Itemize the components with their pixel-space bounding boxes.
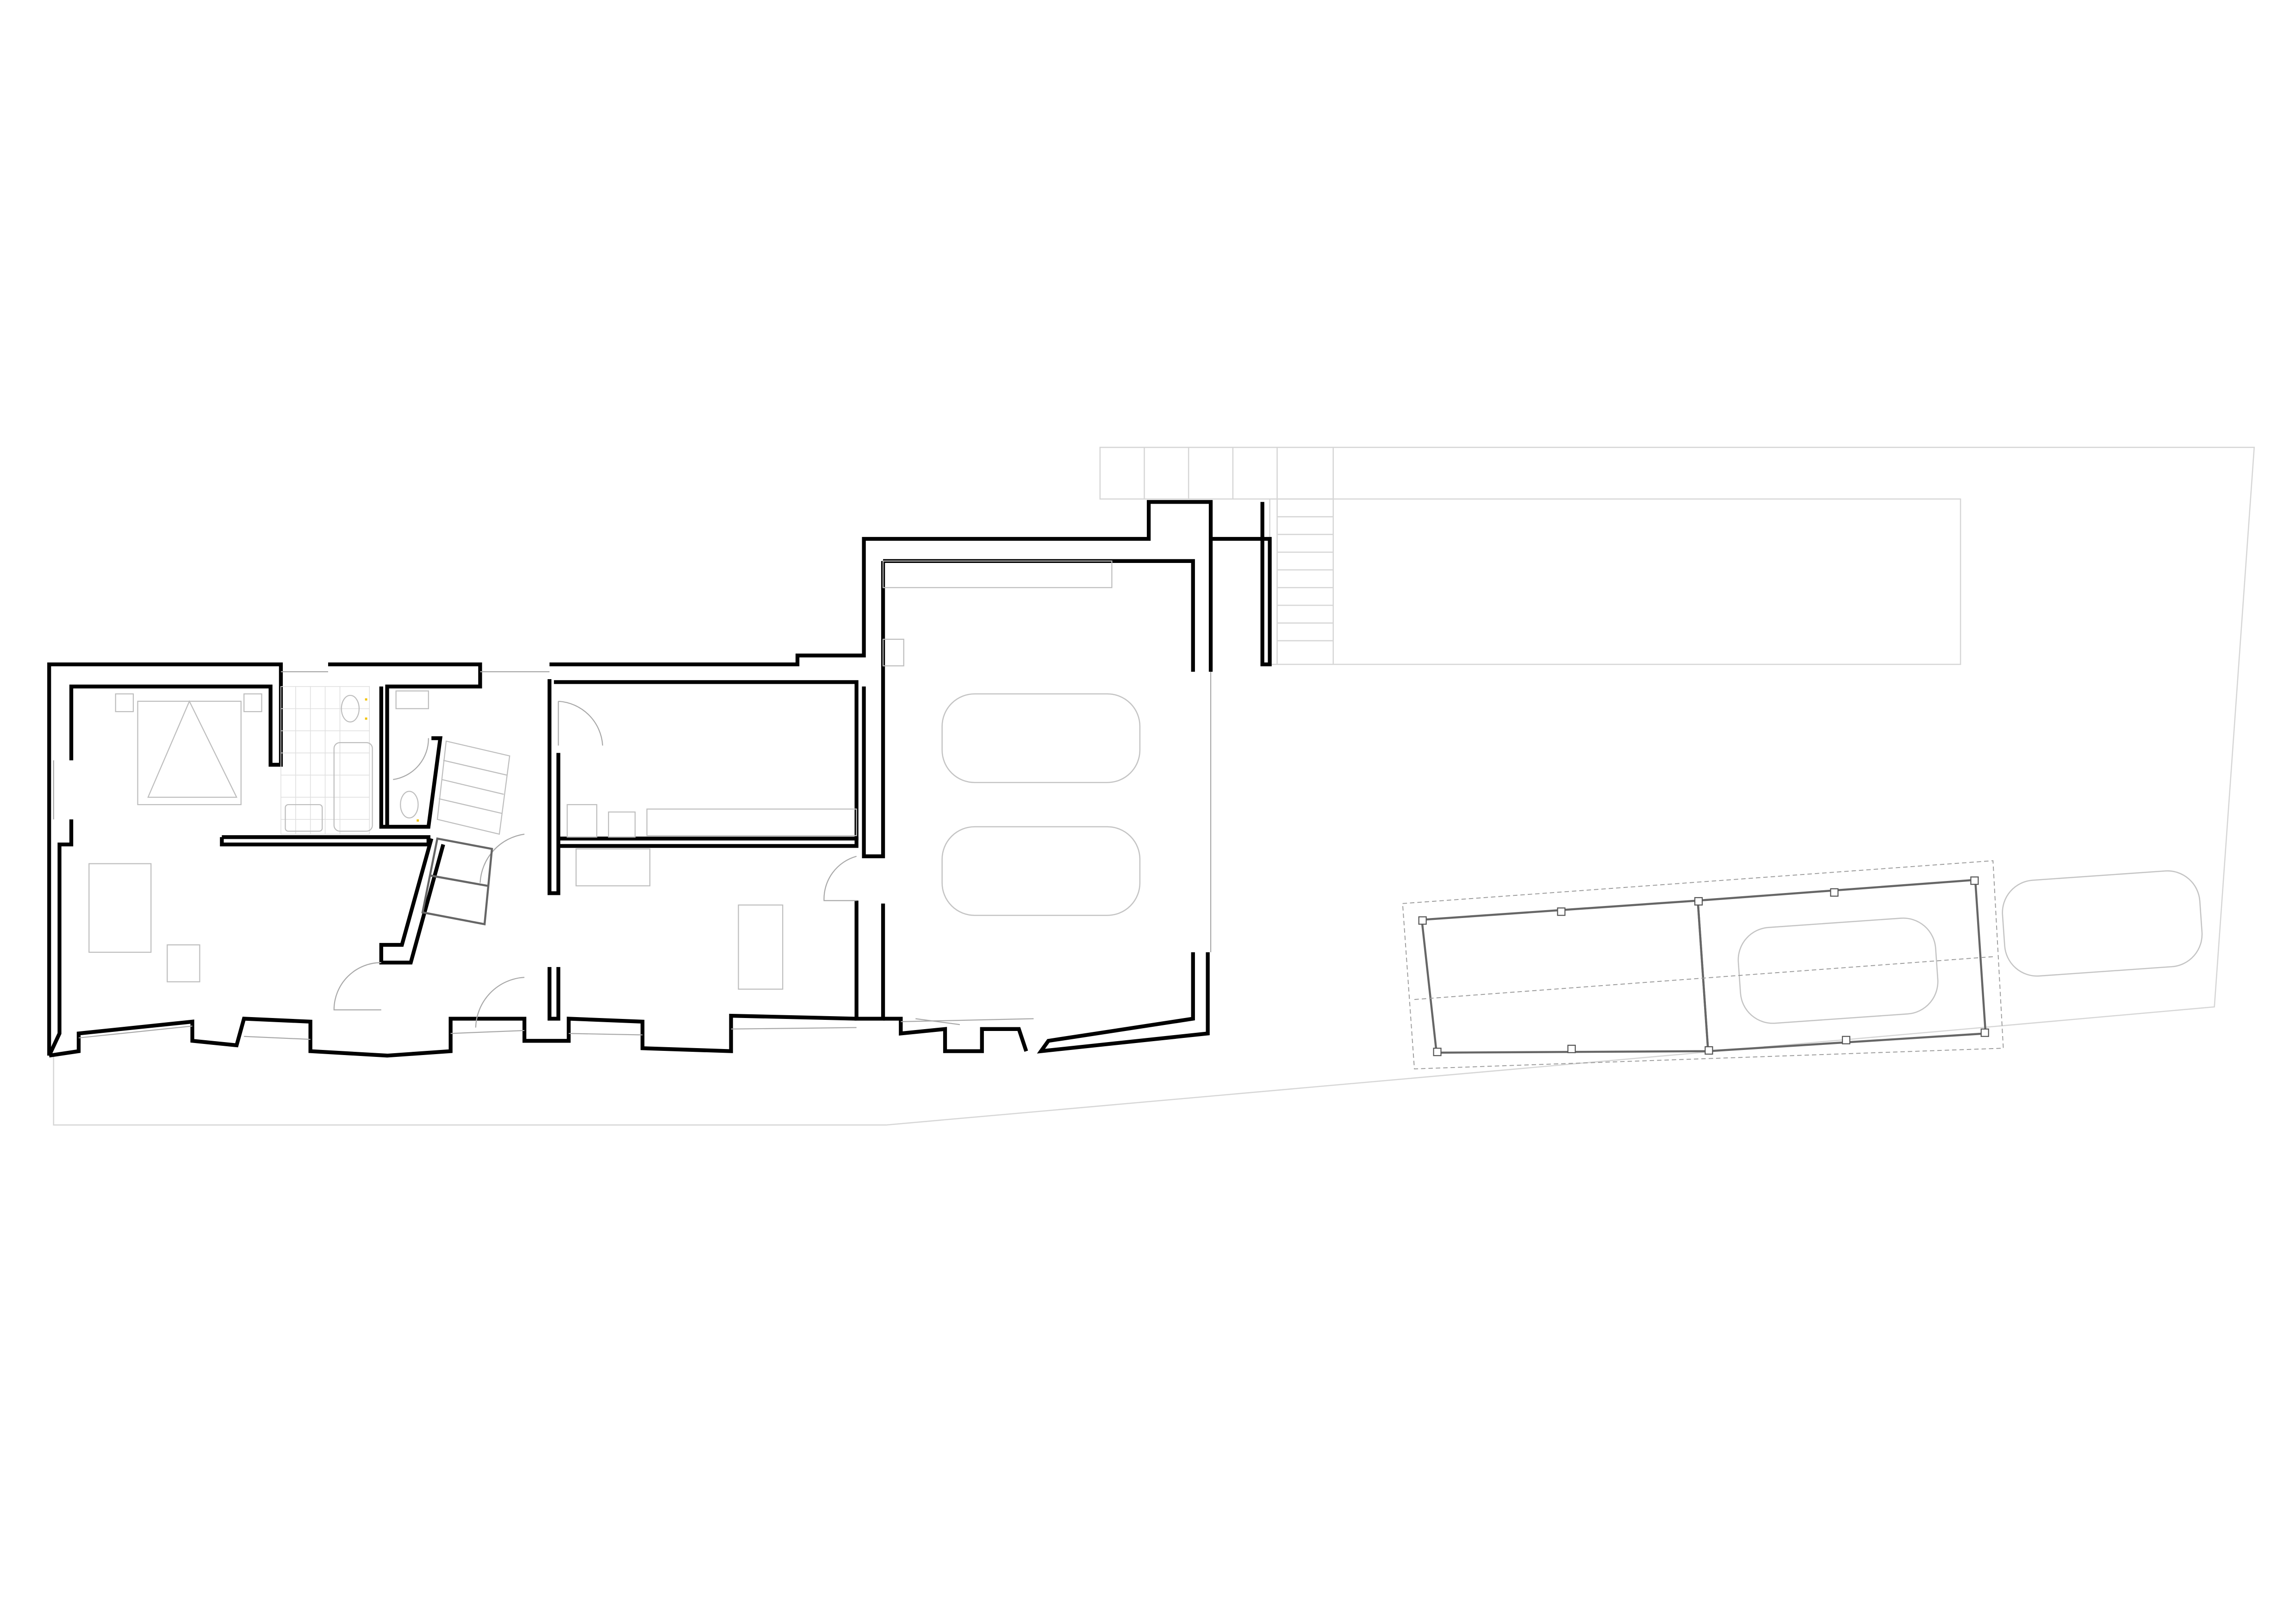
- bathroom: [280, 686, 419, 835]
- desk: [575, 848, 651, 887]
- garage-inner: [883, 559, 1195, 672]
- coffee-table: [167, 944, 200, 982]
- wardrobe: [395, 690, 429, 709]
- north-annex: [1211, 502, 1272, 667]
- dining-table: [738, 904, 784, 990]
- corridor-wall: [548, 679, 560, 895]
- partition-south: [220, 835, 430, 847]
- outdoor-stairs: [1099, 447, 1334, 665]
- washbasin: [285, 804, 323, 832]
- walls: [47, 500, 1272, 1058]
- bed: [137, 700, 242, 806]
- toilet: [341, 694, 360, 723]
- car: [2002, 870, 2203, 977]
- car: [941, 826, 1141, 916]
- south-wall-garage: [883, 1017, 1028, 1053]
- nightstand: [243, 693, 262, 712]
- garage-east-wall: [1037, 952, 1210, 1054]
- north-wall-west: [47, 662, 283, 1056]
- room-north-wall: [554, 680, 859, 841]
- car: [1737, 917, 1939, 1024]
- interior-stairs: [421, 740, 510, 926]
- bathtub: [333, 742, 373, 832]
- sofa: [88, 863, 152, 953]
- corridor-wall-lower: [548, 967, 560, 1021]
- partition-room: [558, 837, 859, 848]
- garage-west-wall: [862, 561, 885, 858]
- fridge: [566, 804, 597, 838]
- cabinet: [882, 638, 904, 667]
- doors: [333, 700, 960, 1028]
- west-wall: [47, 819, 74, 1056]
- furniture: [88, 560, 1113, 990]
- windows: [53, 671, 1212, 1040]
- nightstand: [115, 693, 134, 712]
- north-wall-east: [549, 500, 1213, 672]
- garage-west-wall-lower: [854, 900, 885, 1021]
- north-wall-bath: [328, 662, 482, 827]
- bath-partition: [379, 686, 443, 829]
- car: [941, 693, 1141, 783]
- cars: [941, 693, 2203, 1024]
- south-wall: [49, 1013, 857, 1058]
- carport: [1402, 860, 2004, 1069]
- terrace: [1269, 498, 1961, 665]
- counter: [646, 808, 857, 837]
- shelf: [882, 560, 1113, 588]
- stair-wall: [379, 838, 445, 965]
- sink: [608, 811, 636, 838]
- toilet-2: [400, 791, 419, 818]
